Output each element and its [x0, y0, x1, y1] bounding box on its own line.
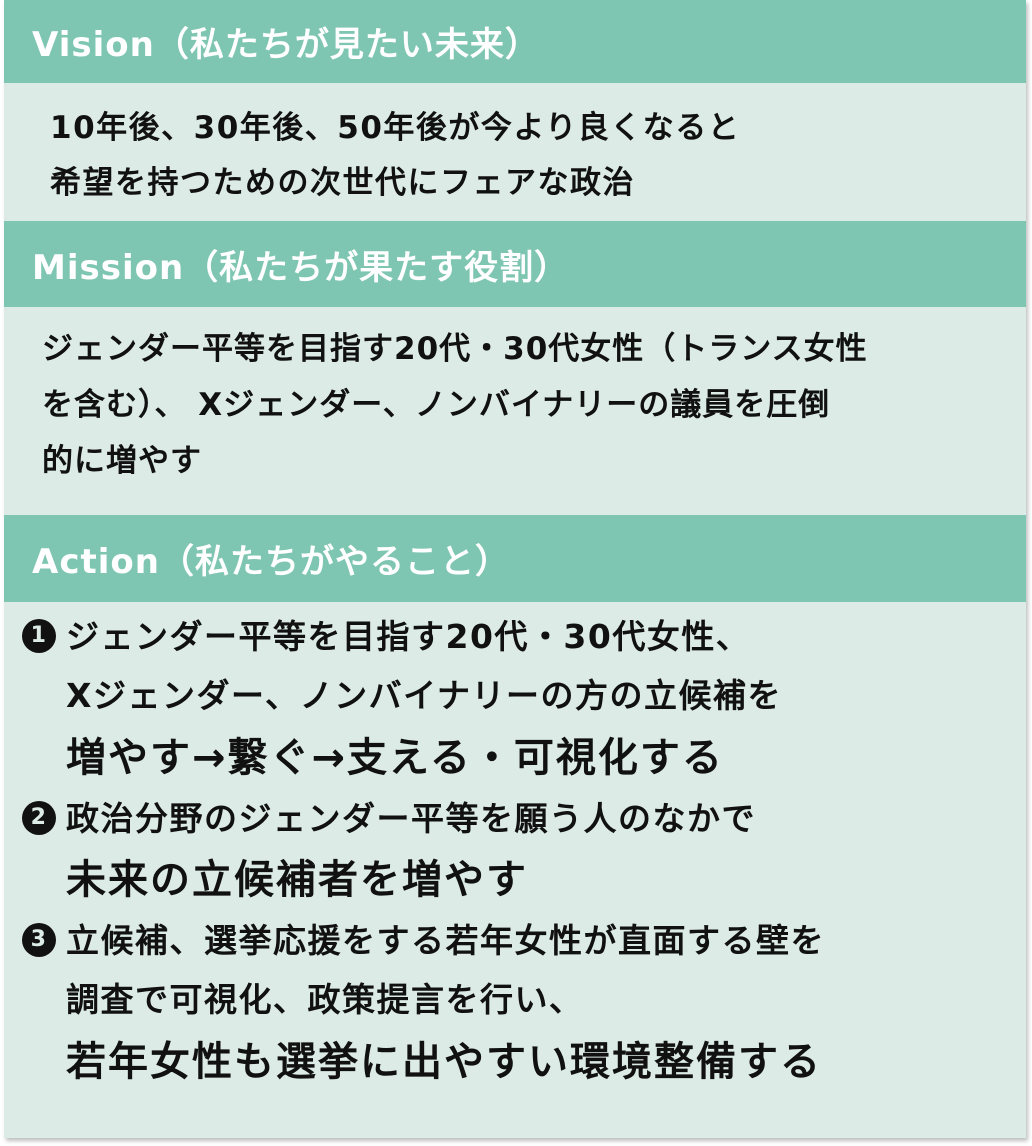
- action-title: Action（私たちがやること）: [32, 542, 510, 582]
- mission-title: Mission（私たちが果たす役割）: [32, 247, 570, 288]
- action-item-1: 1 ジェンダー平等を目指す20代・30代女性、 Xジェンダー、ノンバイナリーの方の…: [22, 608, 1026, 790]
- mission-line: を含む）、 Xジェンダー、ノンバイナリーの議員を圧倒: [42, 387, 831, 423]
- circled-number-3-icon: 3: [22, 922, 56, 957]
- action-item-text: 立候補、選挙応援をする若年女性が直面する壁を: [66, 921, 825, 960]
- vision-body: 10年後、30年後、50年後が今より良くなると 希望を持つための次世代にフェアな…: [4, 83, 1026, 221]
- mission-header: Mission（私たちが果たす役割）: [4, 221, 1026, 307]
- action-item-emphasis: 若年女性も選挙に出やすい環境整備する: [66, 1039, 822, 1085]
- vision-header: Vision（私たちが見たい未来）: [4, 0, 1026, 83]
- vision-title: Vision（私たちが見たい未来）: [32, 25, 540, 65]
- circled-number-1-icon: 1: [22, 618, 56, 653]
- mission-body: ジェンダー平等を目指す20代・30代女性（トランス女性 を含む）、 Xジェンダー…: [4, 307, 1026, 515]
- action-item-text: 調査で可視化、政策提言を行い、: [66, 980, 584, 1019]
- action-item-2: 2 政治分野のジェンダー平等を願う人のなかで 未来の立候補者を増やす: [22, 790, 1026, 912]
- action-item-text: ジェンダー平等を目指す20代・30代女性、: [66, 617, 751, 656]
- action-header: Action（私たちがやること）: [4, 515, 1026, 602]
- circled-number-2-icon: 2: [22, 800, 56, 835]
- action-item-emphasis: 増やす→繋ぐ→支える・可視化する: [66, 735, 724, 781]
- action-item-text: Xジェンダー、ノンバイナリーの方の立候補を: [66, 676, 782, 715]
- vmv-panel: Vision（私たちが見たい未来） 10年後、30年後、50年後が今より良くなる…: [4, 0, 1026, 1138]
- action-body: 1 ジェンダー平等を目指す20代・30代女性、 Xジェンダー、ノンバイナリーの方の…: [4, 602, 1026, 1138]
- action-item-emphasis: 未来の立候補者を増やす: [66, 857, 528, 903]
- mission-line: ジェンダー平等を目指す20代・30代女性（トランス女性: [42, 331, 868, 367]
- mission-line: 的に増やす: [42, 443, 202, 479]
- vision-line: 希望を持つための次世代にフェアな政治: [50, 165, 635, 201]
- vision-line: 10年後、30年後、50年後が今より良くなると: [50, 110, 741, 146]
- action-item-text: 政治分野のジェンダー平等を願う人のなかで: [66, 799, 756, 838]
